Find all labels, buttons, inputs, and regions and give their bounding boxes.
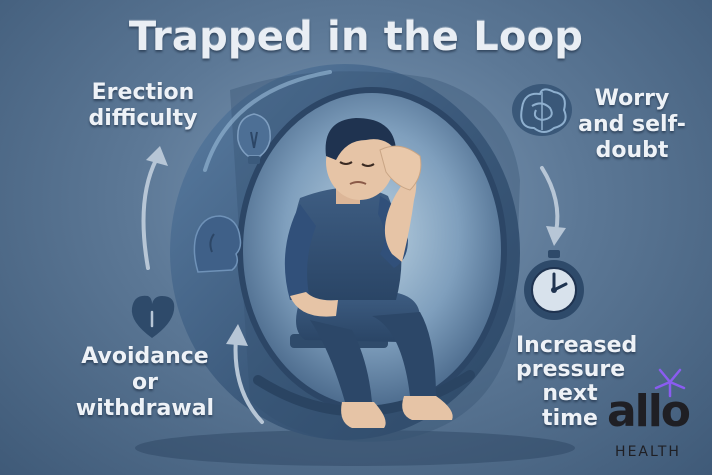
lightbulb-icon xyxy=(237,113,271,164)
head-silhouette-icon xyxy=(193,215,242,273)
allo-health-logo: allo HEALTH xyxy=(594,364,704,468)
cycle-arrow-up xyxy=(141,146,168,270)
brain-icon xyxy=(512,84,572,136)
logo-wordmark: allo xyxy=(606,386,691,437)
label-increased-pressure: Increased pressure next time xyxy=(516,333,638,431)
floor-shadow xyxy=(135,430,575,466)
stopwatch-icon xyxy=(524,250,584,320)
label-erection-difficulty: Erection difficulty xyxy=(88,80,198,131)
heart-icon xyxy=(131,295,175,338)
label-avoidance-withdrawal: Avoidance or withdrawal xyxy=(75,344,215,421)
logo-subtitle: HEALTH xyxy=(615,444,681,460)
page-title: Trapped in the Loop xyxy=(128,14,584,60)
logo-mark-icon xyxy=(654,368,686,398)
cycle-arrow-down xyxy=(540,166,566,246)
worried-man xyxy=(284,118,453,428)
cycle-arrow-wheel xyxy=(226,324,264,424)
label-worry-self-doubt: Worry and self-doubt xyxy=(578,86,686,163)
